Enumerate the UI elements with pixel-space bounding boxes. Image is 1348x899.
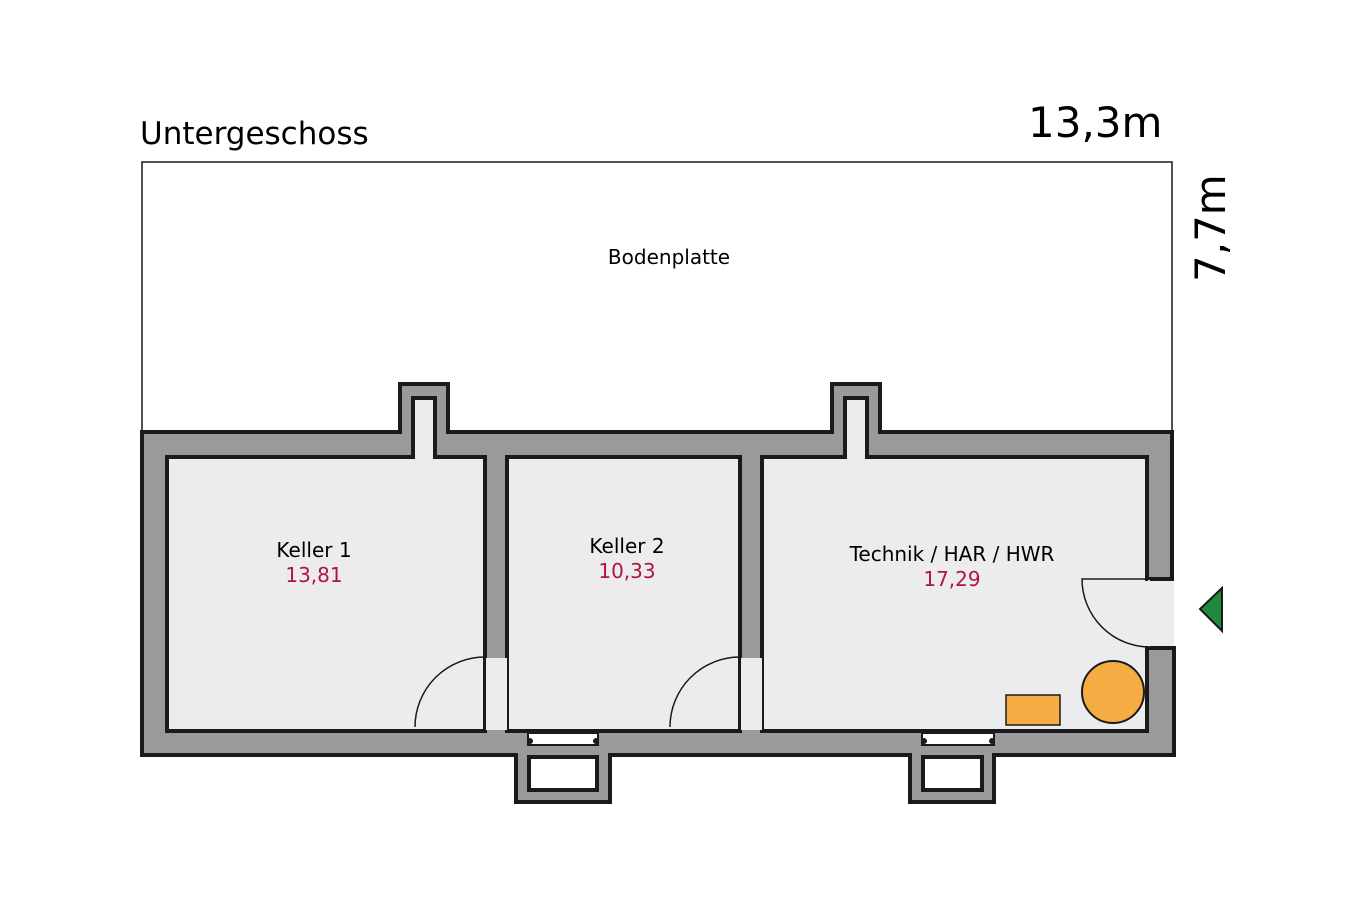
room-name: Keller 1	[276, 538, 352, 562]
doors	[414, 578, 1151, 728]
room-technik: Technik / HAR / HWR 17,29	[850, 542, 1055, 592]
room-area: 10,33	[598, 559, 656, 583]
width-dimension: 13,3m	[1028, 98, 1163, 147]
floor-keller-2	[505, 455, 742, 733]
rectangle-unit-icon	[1005, 694, 1061, 726]
room-keller-2: Keller 2 10,33	[589, 534, 664, 584]
height-dimension: 7,7m	[1186, 174, 1235, 282]
slab-label: Bodenplatte	[607, 245, 731, 269]
slab-outline	[141, 161, 1173, 432]
green-triangle-icon	[1198, 585, 1223, 634]
room-name: Technik / HAR / HWR	[849, 542, 1055, 566]
door-gaps	[486, 577, 1174, 730]
plan-title: Untergeschoss	[140, 116, 369, 152]
room-keller-1: Keller 1 13,81	[276, 538, 351, 588]
room-floors	[165, 396, 1152, 733]
door-keller-2	[669, 656, 741, 728]
door-entrance	[1081, 578, 1151, 648]
window-wells	[527, 732, 995, 792]
room-area: 13,81	[285, 563, 343, 587]
floor-keller-1	[165, 396, 487, 733]
circle-tank-icon	[1081, 660, 1145, 724]
room-area: 17,29	[923, 567, 981, 591]
room-name: Keller 2	[589, 534, 665, 558]
door-keller-1	[414, 656, 486, 728]
